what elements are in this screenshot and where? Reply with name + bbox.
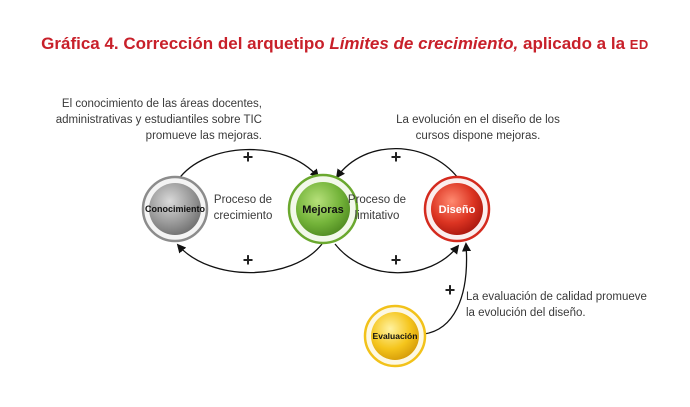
arrow-evaluacion-to-diseno xyxy=(423,242,472,335)
sign-limit-bottom: + xyxy=(391,250,402,270)
title-suffix: aplicado a la xyxy=(518,34,630,53)
arrow-diseno-to-mejoras xyxy=(335,148,459,179)
arrow-mejoras-to-diseno xyxy=(334,243,460,274)
arrow-mejoras-to-conocimiento xyxy=(176,243,323,274)
node-diseno-label: Diseño xyxy=(439,204,476,216)
note-evaluacion-line: la evolución del diseño. xyxy=(466,307,586,319)
node-mejoras: Mejoras xyxy=(287,173,359,245)
sign-growth-top: + xyxy=(243,147,254,167)
loop-label-growth: Proceso de crecimiento xyxy=(188,192,298,224)
title-prefix: Gráfica 4. Corrección del arquetipo xyxy=(41,34,330,53)
title-italic: Límites de crecimiento, xyxy=(329,34,519,53)
node-evaluacion: Evaluación xyxy=(363,304,427,368)
node-conocimiento-label: Conocimiento xyxy=(145,204,206,214)
note-evaluacion: La evaluación de calidad promueve la evo… xyxy=(466,289,676,321)
node-conocimiento: Conocimiento xyxy=(141,175,209,243)
note-diseno: La evolución en el diseño de los cursos … xyxy=(378,112,578,144)
note-conocimiento: El conocimiento de las áreas docentes, a… xyxy=(52,96,262,144)
arrow-conocimiento-to-mejoras xyxy=(177,148,320,181)
loop-growth-line: Proceso de xyxy=(213,194,273,206)
note-diseno-line: La evolución en el diseño de los xyxy=(396,114,560,126)
loop-growth-line: crecimiento xyxy=(213,210,273,222)
sign-growth-bottom: + xyxy=(243,250,254,270)
loop-label-limit: Proceso de limitativo xyxy=(322,192,432,224)
note-conocimiento-line: El conocimiento de las áreas docentes, xyxy=(61,98,262,110)
loop-limit-line: limitativo xyxy=(354,210,400,222)
note-diseno-line: cursos dispone mejoras. xyxy=(415,130,541,142)
note-evaluacion-line: La evaluación de calidad promueve xyxy=(466,291,647,303)
loop-limit-line: Proceso de xyxy=(347,194,407,206)
sign-evaluation: + xyxy=(445,280,456,300)
title-smallcaps: ED xyxy=(629,37,649,52)
node-diseno: Diseño xyxy=(423,175,491,243)
node-mejoras-label: Mejoras xyxy=(302,204,344,216)
node-evaluacion-label: Evaluación xyxy=(373,331,418,341)
note-conocimiento-line: administrativas y estudiantiles sobre TI… xyxy=(55,114,262,126)
diagram-title: Gráfica 4. Corrección del arquetipo Lími… xyxy=(0,34,690,54)
sign-limit-top: + xyxy=(391,147,402,167)
note-conocimiento-line: promueve las mejoras. xyxy=(145,130,262,142)
